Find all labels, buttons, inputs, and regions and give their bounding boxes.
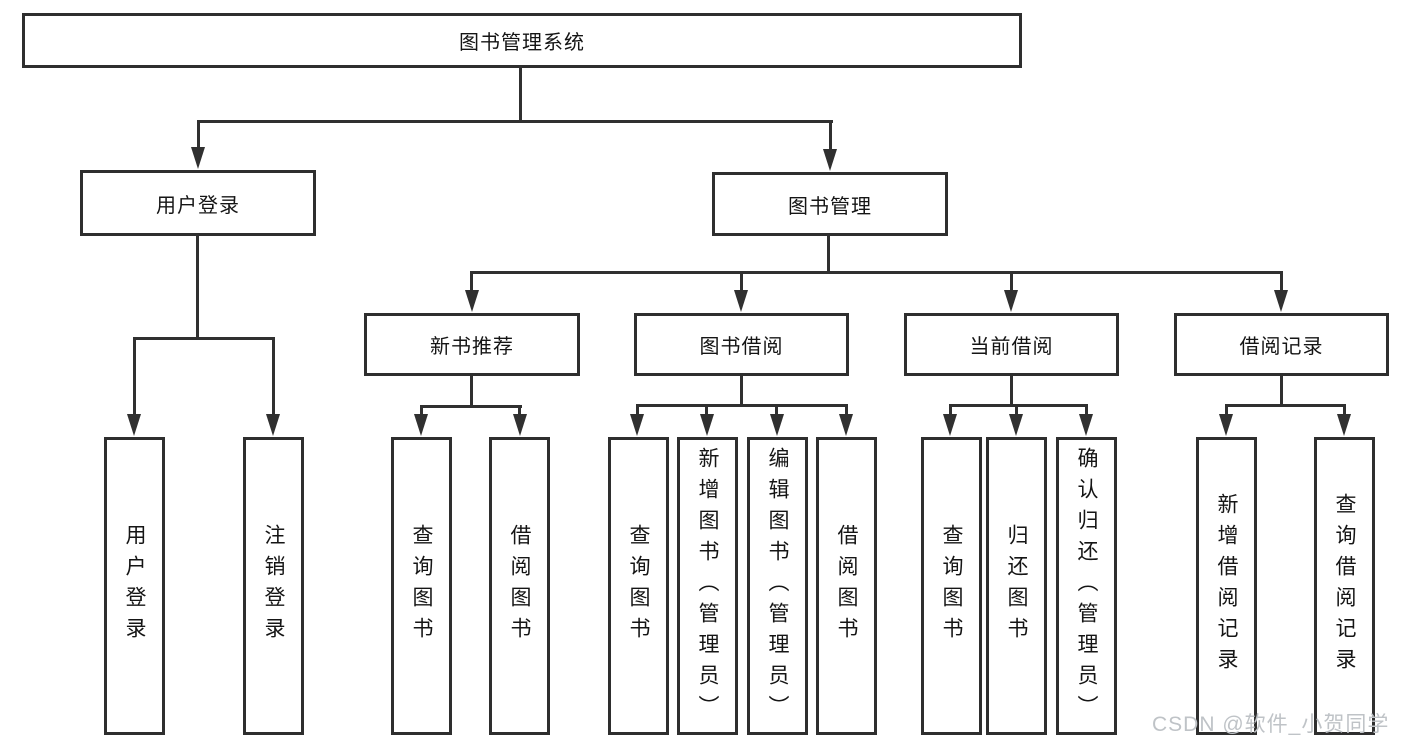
arrow-down-icon	[513, 414, 527, 436]
connector-line	[949, 404, 1088, 407]
node-borrow-records-label: 借阅记录	[1239, 336, 1324, 358]
arrow-down-icon	[770, 414, 784, 436]
connector-line	[1225, 404, 1228, 417]
node-new-book-recommend-label: 新书推荐	[430, 336, 514, 358]
node-current-borrow-label: 当前借阅	[969, 336, 1054, 358]
arrow-down-icon	[630, 414, 644, 436]
leaf-newbooks-query-books-label: 查询图书	[410, 524, 434, 648]
arrow-down-icon	[465, 290, 479, 312]
leaf-current-query-books-label: 查询图书	[940, 524, 964, 648]
connector-line	[470, 376, 473, 408]
connector-line	[845, 404, 848, 417]
connector-line	[775, 404, 778, 417]
leaf-current-confirm-return-admin-label: 确认归还（管理员）	[1075, 446, 1099, 726]
node-root-library-system: 图书管理系统	[22, 13, 1022, 68]
connector-line	[420, 405, 423, 417]
arrow-down-icon	[734, 290, 748, 312]
connector-line	[705, 404, 708, 417]
arrow-down-icon	[414, 414, 428, 436]
node-current-borrow: 当前借阅	[904, 313, 1119, 376]
connector-line	[133, 337, 275, 340]
leaf-records-query-record-label: 查询借阅记录	[1333, 493, 1357, 679]
leaf-current-confirm-return-admin: 确认归还（管理员）	[1056, 437, 1117, 735]
connector-line	[470, 271, 1283, 274]
leaf-logout: 注销登录	[243, 437, 304, 735]
connector-line	[949, 404, 952, 417]
connector-line	[636, 404, 848, 407]
leaf-records-add-record: 新增借阅记录	[1196, 437, 1257, 735]
leaf-newbooks-borrow-books-label: 借阅图书	[508, 524, 532, 648]
connector-line	[740, 376, 743, 407]
node-user-login: 用户登录	[80, 170, 316, 236]
node-book-borrow: 图书借阅	[634, 313, 849, 376]
leaf-borrow-query-books: 查询图书	[608, 437, 669, 735]
node-root-label: 图书管理系统	[459, 32, 585, 54]
leaf-records-query-record: 查询借阅记录	[1314, 437, 1375, 735]
arrow-down-icon	[1219, 414, 1233, 436]
arrow-down-icon	[127, 414, 141, 436]
connector-line	[1085, 404, 1088, 417]
leaf-logout-label: 注销登录	[262, 524, 286, 648]
arrow-down-icon	[943, 414, 957, 436]
leaf-borrow-borrow-books: 借阅图书	[816, 437, 877, 735]
connector-line	[740, 271, 743, 293]
node-user-login-label: 用户登录	[156, 194, 240, 217]
arrow-down-icon	[266, 414, 280, 436]
arrow-down-icon	[191, 147, 205, 169]
connector-line	[272, 337, 275, 415]
leaf-current-query-books: 查询图书	[921, 437, 982, 735]
connector-line	[1225, 404, 1346, 407]
node-borrow-records: 借阅记录	[1174, 313, 1389, 376]
leaf-borrow-edit-books-admin-label: 编辑图书（管理员）	[766, 446, 790, 726]
leaf-borrow-add-books-admin-label: 新增图书（管理员）	[696, 446, 720, 726]
leaf-newbooks-query-books: 查询图书	[391, 437, 452, 735]
connector-line	[197, 120, 833, 123]
node-book-management: 图书管理	[712, 172, 948, 236]
arrow-down-icon	[839, 414, 853, 436]
connector-line	[133, 337, 136, 415]
connector-line	[1280, 376, 1283, 407]
leaf-borrow-query-books-label: 查询图书	[627, 524, 651, 648]
arrow-down-icon	[823, 149, 837, 171]
leaf-borrow-add-books-admin: 新增图书（管理员）	[677, 437, 738, 735]
arrow-down-icon	[1079, 414, 1093, 436]
leaf-current-return-books: 归还图书	[986, 437, 1047, 735]
leaf-records-add-record-label: 新增借阅记录	[1215, 493, 1239, 679]
leaf-user-login: 用户登录	[104, 437, 165, 735]
arrow-down-icon	[1009, 414, 1023, 436]
arrow-down-icon	[1337, 414, 1351, 436]
connector-line	[827, 234, 830, 274]
leaf-borrow-edit-books-admin: 编辑图书（管理员）	[747, 437, 808, 735]
connector-line	[518, 405, 521, 417]
leaf-newbooks-borrow-books: 借阅图书	[489, 437, 550, 735]
arrow-down-icon	[1274, 290, 1288, 312]
leaf-current-return-books-label: 归还图书	[1005, 524, 1029, 648]
connector-line	[636, 404, 639, 417]
connector-line	[197, 120, 200, 148]
connector-line	[1015, 404, 1018, 417]
leaf-user-login-label: 用户登录	[123, 524, 147, 648]
watermark: CSDN @软件_小贺同学	[1152, 713, 1390, 736]
node-book-borrow-label: 图书借阅	[699, 336, 784, 358]
connector-line	[1280, 271, 1283, 293]
node-book-management-label: 图书管理	[788, 195, 872, 218]
connector-line	[1010, 376, 1013, 407]
connector-line	[829, 120, 832, 150]
arrow-down-icon	[1004, 290, 1018, 312]
connector-line	[420, 405, 522, 408]
connector-line	[1010, 271, 1013, 293]
leaf-borrow-borrow-books-label: 借阅图书	[835, 524, 859, 648]
arrow-down-icon	[700, 414, 714, 436]
connector-line	[470, 271, 473, 293]
connector-line	[1343, 404, 1346, 417]
connector-line	[196, 234, 199, 340]
connector-line	[519, 66, 522, 122]
node-new-book-recommend: 新书推荐	[364, 313, 580, 376]
